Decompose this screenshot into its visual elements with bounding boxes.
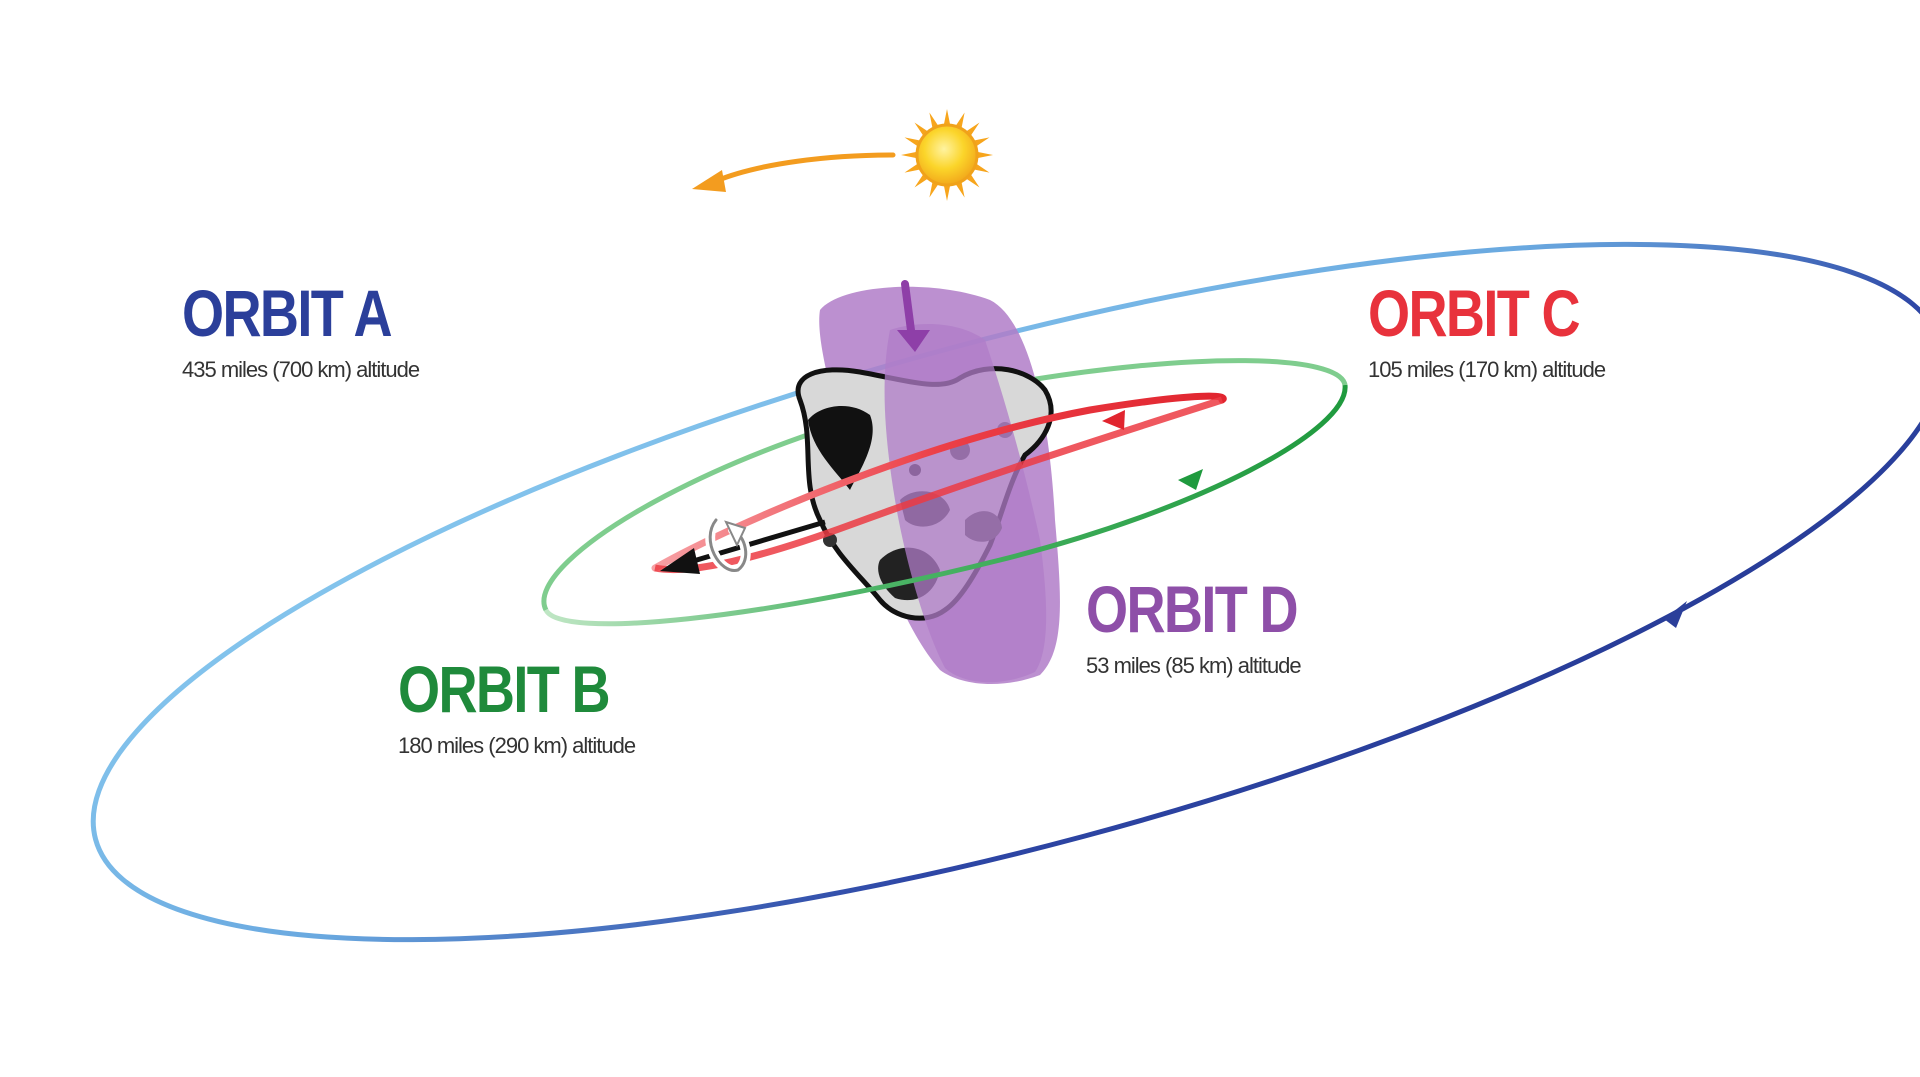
orbit-a-altitude: 435 miles (700 km) altitude [182,357,420,382]
orbit-b-altitude: 180 miles (290 km) altitude [398,733,636,758]
orbit-a-direction-arrow [1664,601,1687,628]
sun-ray [976,151,993,159]
sun-ray [904,137,921,147]
orbit-c-altitude: 105 miles (170 km) altitude [1368,357,1606,382]
orbit-c-title: ORBIT C [1368,276,1581,350]
sun-ray [943,184,951,201]
sun-ray [929,181,939,198]
sun-ray [943,109,951,126]
orbit-b-path [543,384,1348,627]
sun-ray [901,151,918,159]
orbit-b-direction-arrow [1178,469,1203,490]
sun-ray [904,163,921,173]
orbit-a-title: ORBIT A [182,276,393,350]
sun-icon [901,109,993,201]
sun-ray [929,112,939,129]
sun-ray [955,112,965,129]
orbit-b-label: ORBIT B 180 miles (290 km) altitude [398,656,655,758]
sun-direction-arrow [692,152,896,192]
rotation-arrow-icon [705,515,751,576]
sun-ray [973,137,990,147]
orbit-d-label: ORBIT D 53 miles (85 km) altitude [1086,576,1343,678]
orbit-a-label: ORBIT A 435 miles (700 km) altitude [182,280,437,382]
orbit-d-band-front [884,280,1047,683]
orbit-b-title: ORBIT B [398,652,611,726]
sun-ray [955,181,965,198]
orbit-c-direction-arrow [1102,410,1125,430]
orbit-d-title: ORBIT D [1086,572,1299,646]
orbit-d-altitude: 53 miles (85 km) altitude [1086,653,1302,678]
sun-ray [973,163,990,173]
orbit-c-label: ORBIT C 105 miles (170 km) altitude [1368,280,1625,382]
